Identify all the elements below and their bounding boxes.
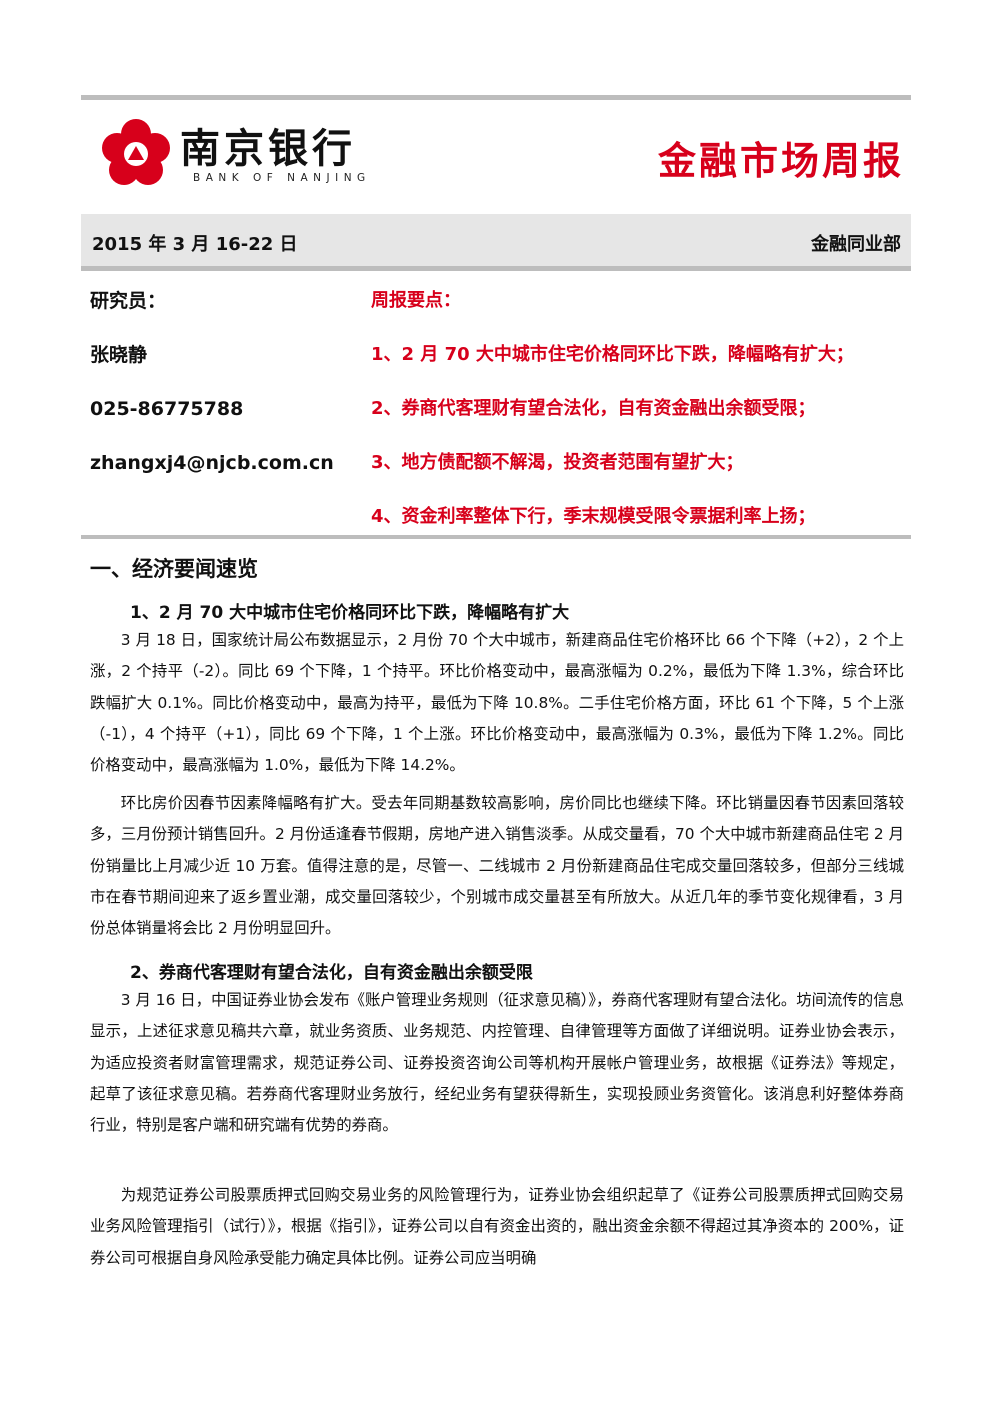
logo-chinese-name: 南京银行	[180, 125, 356, 172]
researcher-label: 研究员：	[90, 290, 167, 312]
department: 金融同业部	[811, 234, 901, 255]
paragraph: 为规范证券公司股票质押式回购交易业务的风险管理行为，证券业协会组织起草了《证券公…	[90, 1186, 904, 1267]
section-heading: 一、经济要闻速览	[90, 557, 258, 581]
highlight-item: 3、地方债配额不解渴，投资者范围有望扩大；	[371, 452, 744, 473]
report-title: 金融市场周报	[657, 138, 904, 183]
researcher-phone: 025-86775788	[90, 398, 244, 420]
highlight-item: 2、券商代客理财有望合法化，自有资金融出余额受限；	[371, 398, 816, 419]
paragraph: 3 月 16 日，中国证券业协会发布《账户管理业务规则（征求意见稿）》，券商代客…	[90, 991, 904, 1135]
researcher-name: 张晓静	[90, 344, 148, 366]
bank-logo: 南京银行 BANK OF NANJING	[98, 112, 378, 196]
highlight-item: 4、资金利率整体下行，季末规模受限令票据利率上扬；	[371, 506, 816, 527]
highlight-item: 1、2 月 70 大中城市住宅价格同环比下跌，降幅略有扩大；	[371, 344, 854, 365]
date-bar: 2015 年 3 月 16-22 日 金融同业部	[81, 214, 911, 266]
header-divider	[81, 266, 911, 271]
highlights-divider	[81, 535, 911, 539]
subsection-heading-2: 2、券商代客理财有望合法化，自有资金融出余额受限	[130, 963, 533, 983]
logo-english-name: BANK OF NANJING	[193, 172, 371, 184]
report-date: 2015 年 3 月 16-22 日	[92, 234, 298, 255]
top-divider	[81, 95, 911, 100]
bank-flower-icon	[102, 119, 170, 185]
researcher-info: 研究员： 张晓静 025-86775788 zhangxj4@njcb.com.…	[90, 289, 360, 505]
paragraph: 环比房价因春节因素降幅略有扩大。受去年同期基数较高影响，房价同比也继续下降。环比…	[90, 794, 904, 938]
highlights-label: 周报要点：	[371, 290, 461, 311]
paragraph: 3 月 18 日，国家统计局公布数据显示，2 月份 70 个大中城市，新建商品住…	[90, 631, 904, 775]
highlights: 周报要点： 1、2 月 70 大中城市住宅价格同环比下跌，降幅略有扩大； 2、券…	[371, 289, 911, 559]
subsection-heading-1: 1、2 月 70 大中城市住宅价格同环比下跌，降幅略有扩大	[130, 603, 570, 623]
researcher-email[interactable]: zhangxj4@njcb.com.cn	[90, 452, 334, 474]
